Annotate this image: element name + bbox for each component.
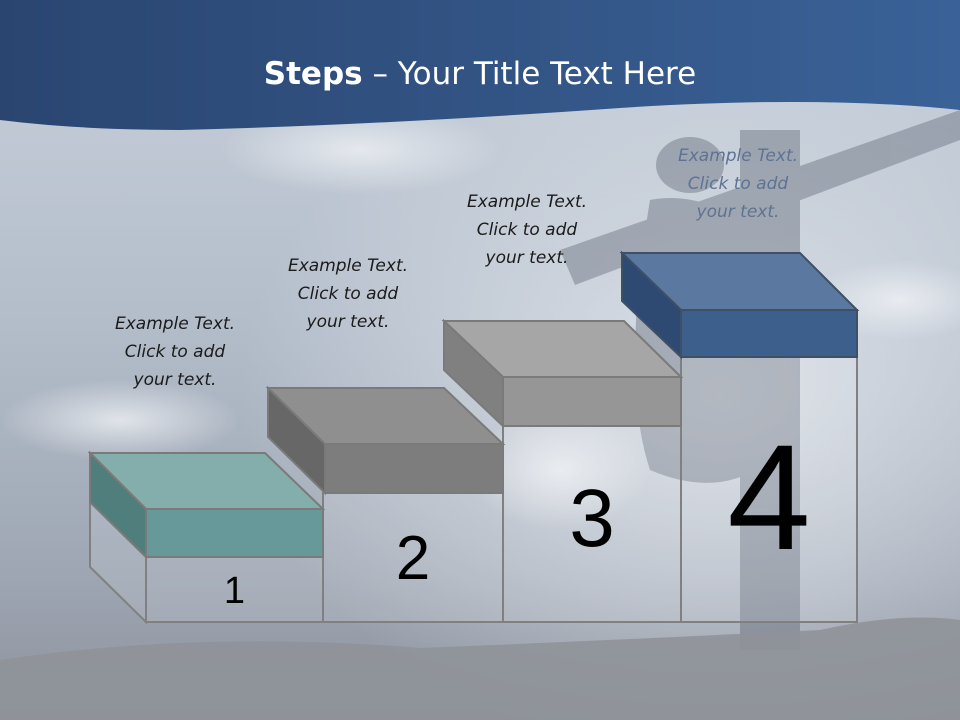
- step-4-number: 4: [727, 413, 811, 581]
- step-4-caption[interactable]: Example Text. Click to add your text.: [638, 142, 838, 226]
- step-3-caption[interactable]: Example Text. Click to add your text.: [427, 188, 627, 272]
- step-2-number: 2: [395, 524, 431, 593]
- step-4-caption-line: your text.: [696, 202, 780, 222]
- title-bold: Steps: [263, 56, 363, 92]
- title-rest: – Your Title Text Here: [362, 56, 697, 92]
- step-1-number: 1: [223, 570, 246, 612]
- step-2-caption-line: Click to add: [297, 284, 399, 304]
- step-4-column: [680, 356, 858, 623]
- hill-silhouette: [0, 617, 960, 720]
- step-1-caption-line: Click to add: [124, 342, 226, 362]
- step-2-caption-line: Example Text.: [287, 256, 409, 276]
- step-2-block[interactable]: [265, 385, 506, 496]
- step-1-block[interactable]: [87, 450, 326, 560]
- step-1-caption-line: Example Text.: [114, 314, 236, 334]
- title-banner: [0, 0, 960, 130]
- step-1-caption-line: your text.: [133, 370, 217, 390]
- step-2-caption-line: your text.: [306, 312, 390, 332]
- step-1-block-front: [145, 508, 324, 558]
- slide-title[interactable]: Steps – Your Title Text Here: [0, 52, 960, 96]
- step-2-block-front: [324, 443, 504, 494]
- step-3-caption-line: your text.: [485, 248, 569, 268]
- step-3-block-front: [502, 376, 682, 427]
- step-1-caption[interactable]: Example Text. Click to add your text.: [75, 310, 275, 394]
- step-4-caption-line: Click to add: [687, 174, 789, 194]
- step-2-caption[interactable]: Example Text. Click to add your text.: [248, 252, 448, 336]
- step-3-caption-line: Example Text.: [466, 192, 588, 212]
- step-3-column: [502, 425, 682, 623]
- step-3-block[interactable]: [441, 318, 684, 429]
- step-4-block-front: [680, 309, 858, 358]
- step-4-block[interactable]: [619, 250, 860, 360]
- step-3-caption-line: Click to add: [476, 220, 578, 240]
- step-4-caption-line: Example Text.: [677, 146, 799, 166]
- step-3-number: 3: [569, 473, 615, 564]
